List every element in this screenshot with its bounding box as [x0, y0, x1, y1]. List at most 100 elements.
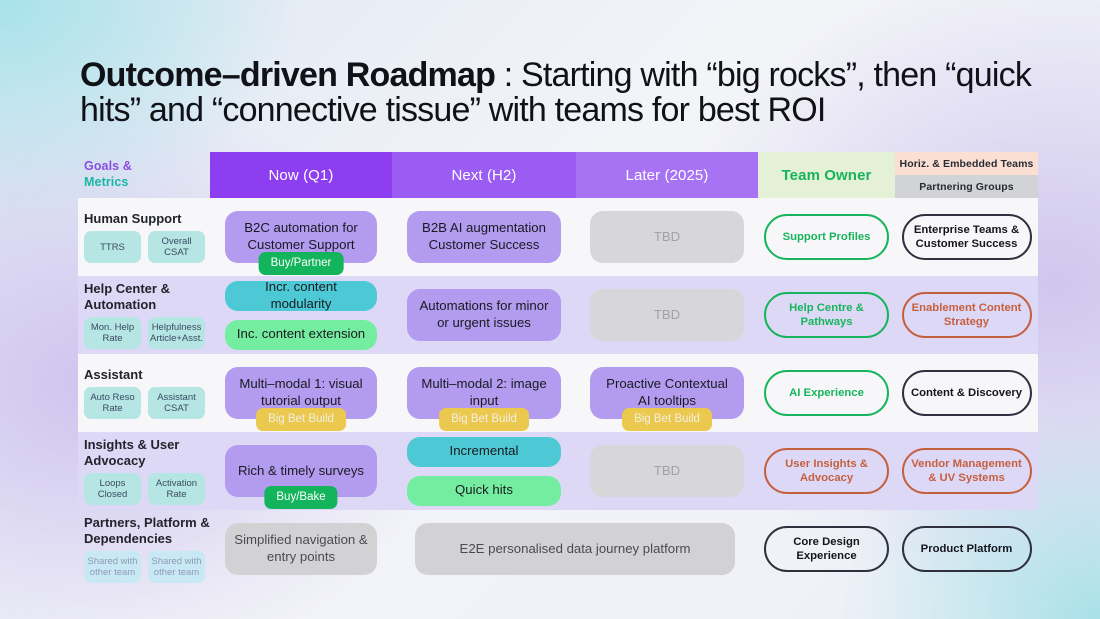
roadmap-card[interactable]: Rich & timely surveys Buy/Bake	[225, 445, 377, 509]
page-title: Outcome–driven Roadmap : Starting with “…	[80, 58, 1070, 127]
team-owner-pill[interactable]: User Insights & Advocacy	[764, 448, 889, 494]
next-cell: B2B AI augmentation Customer Success	[392, 198, 576, 276]
card-badge: Big Bet Build	[256, 408, 346, 431]
horizontal-team-cell: Product Platform	[895, 510, 1038, 588]
partnering-group-pill[interactable]: Content & Discovery	[901, 370, 1032, 416]
card-label: Multi–modal 1: visual tutorial output	[239, 376, 363, 408]
header-team-owner[interactable]: Team Owner	[758, 152, 895, 198]
partnering-group-pill[interactable]: Product Platform	[901, 526, 1032, 572]
roadmap-card[interactable]: Automations for minor or urgent issues	[407, 289, 561, 341]
roadmap-card[interactable]: B2B AI augmentation Customer Success	[407, 211, 561, 263]
metric-chip: Overall CSAT	[148, 231, 205, 264]
team-owner-cell: Help Centre & Pathways	[758, 276, 895, 354]
team-owner-cell: Core Design Experience	[758, 510, 895, 588]
goals-cell: Partners, Platform & Dependencies Shared…	[78, 510, 210, 588]
header-goals-metrics: Goals & Metrics	[78, 152, 210, 198]
roadmap-card[interactable]: Incremental	[407, 436, 561, 467]
now-cell: Simplified navigation & entry points	[210, 510, 392, 588]
roadmap-card[interactable]: B2C automation for Customer Support Buy/…	[225, 211, 377, 275]
header-goals-label: Goals &	[84, 159, 132, 174]
metric-chip: Activation Rate	[148, 473, 205, 506]
header-partnering-groups: Partnering Groups	[895, 175, 1038, 198]
goal-title: Assistant	[84, 366, 143, 382]
next-cell: Incremental Quick hits	[392, 432, 576, 510]
team-owner-cell: Support Profiles	[758, 198, 895, 276]
goals-cell: Human Support TTRS Overall CSAT	[78, 198, 210, 276]
horizontal-team-cell: Vendor Management & UV Systems	[895, 432, 1038, 510]
partnering-group-pill[interactable]: Enablement Content Strategy	[901, 292, 1032, 338]
header-later[interactable]: Later (2025)	[576, 152, 758, 198]
table-row: Human Support TTRS Overall CSAT B2C auto…	[78, 198, 1038, 276]
roadmap-card[interactable]: Quick hits	[407, 475, 561, 506]
later-cell: Proactive Contextual AI tooltips Big Bet…	[576, 354, 758, 432]
now-cell: Multi–modal 1: visual tutorial output Bi…	[210, 354, 392, 432]
team-owner-cell: AI Experience	[758, 354, 895, 432]
card-label: Proactive Contextual AI tooltips	[606, 376, 728, 408]
roadmap-board: Goals & Metrics Now (Q1) Next (H2) Later…	[78, 152, 1038, 590]
roadmap-card-tbd[interactable]: TBD	[590, 289, 744, 341]
roadmap-card-tbd[interactable]: TBD	[590, 211, 744, 263]
later-cell: TBD	[576, 432, 758, 510]
metric-chip: Mon. Help Rate	[84, 317, 141, 350]
metric-chip: Shared with other team	[84, 551, 141, 584]
card-label: Multi–modal 2: image input	[421, 376, 547, 408]
partnering-group-pill[interactable]: Enterprise Teams & Customer Success	[901, 214, 1032, 260]
horizontal-team-cell: Enablement Content Strategy	[895, 276, 1038, 354]
card-badge: Big Bet Build	[439, 408, 529, 431]
metric-chip: Loops Closed	[84, 473, 141, 506]
header-metrics-label: Metrics	[84, 175, 129, 189]
later-cell: TBD	[576, 276, 758, 354]
roadmap-card[interactable]: Multi–modal 1: visual tutorial output Bi…	[225, 367, 377, 431]
card-label: B2C automation for Customer Support	[244, 220, 358, 252]
title-lead: Outcome–driven Roadmap	[80, 56, 496, 94]
partnering-group-pill[interactable]: Vendor Management & UV Systems	[901, 448, 1032, 494]
next-cell: Multi–modal 2: image input Big Bet Build	[392, 354, 576, 432]
card-badge: Buy/Partner	[258, 252, 344, 275]
roadmap-card[interactable]: Proactive Contextual AI tooltips Big Bet…	[590, 367, 744, 431]
team-owner-pill[interactable]: Support Profiles	[764, 214, 889, 260]
roadmap-card[interactable]: Incr. content modularity	[225, 279, 377, 311]
metric-chip: TTRS	[84, 231, 141, 264]
roadmap-card[interactable]: Multi–modal 2: image input Big Bet Build	[407, 367, 561, 431]
later-cell: TBD	[576, 198, 758, 276]
goals-cell: Help Center & Automation Mon. Help Rate …	[78, 276, 210, 354]
team-owner-pill[interactable]: Core Design Experience	[764, 526, 889, 572]
goal-title: Help Center & Automation	[84, 280, 170, 312]
table-row: Help Center & Automation Mon. Help Rate …	[78, 276, 1038, 354]
roadmap-card-tbd[interactable]: TBD	[590, 445, 744, 497]
metric-chips: TTRS Overall CSAT	[84, 231, 205, 264]
next-cell: Automations for minor or urgent issues	[392, 276, 576, 354]
goals-cell: Insights & User Advocacy Loops Closed Ac…	[78, 432, 210, 510]
horizontal-team-cell: Content & Discovery	[895, 354, 1038, 432]
team-owner-pill[interactable]: Help Centre & Pathways	[764, 292, 889, 338]
header-now[interactable]: Now (Q1)	[210, 152, 392, 198]
metric-chip: Auto Reso Rate	[84, 387, 141, 420]
table-row: Assistant Auto Reso Rate Assistant CSAT …	[78, 354, 1038, 432]
goal-title: Human Support	[84, 210, 182, 226]
horizontal-team-cell: Enterprise Teams & Customer Success	[895, 198, 1038, 276]
metric-chips: Loops Closed Activation Rate	[84, 473, 205, 506]
metric-chips: Mon. Help Rate Helpfulness Article+Asst.	[84, 317, 205, 350]
goal-title: Partners, Platform & Dependencies	[84, 514, 210, 546]
now-cell: Incr. content modularity Inc. content ex…	[210, 276, 392, 354]
goal-title: Insights & User Advocacy	[84, 436, 180, 468]
now-cell: Rich & timely surveys Buy/Bake	[210, 432, 392, 510]
now-cell: B2C automation for Customer Support Buy/…	[210, 198, 392, 276]
title-rest: : Starting with “big rocks”, then “quick…	[80, 56, 1032, 129]
board-header-row: Goals & Metrics Now (Q1) Next (H2) Later…	[78, 152, 1038, 198]
next-later-span-cell: E2E personalised data journey platform	[392, 510, 758, 588]
metric-chip: Helpfulness Article+Asst.	[148, 317, 205, 350]
header-horizontal-teams: Horiz. & Embedded Teams Partnering Group…	[895, 152, 1038, 198]
roadmap-card-span[interactable]: E2E personalised data journey platform	[415, 523, 735, 575]
card-badge: Big Bet Build	[622, 408, 712, 431]
roadmap-card[interactable]: Inc. content extension	[225, 319, 377, 350]
metric-chip: Assistant CSAT	[148, 387, 205, 420]
header-horiz-embedded-teams: Horiz. & Embedded Teams	[895, 152, 1038, 175]
goals-cell: Assistant Auto Reso Rate Assistant CSAT	[78, 354, 210, 432]
roadmap-card[interactable]: Simplified navigation & entry points	[225, 523, 377, 575]
card-badge: Buy/Bake	[264, 486, 338, 509]
team-owner-cell: User Insights & Advocacy	[758, 432, 895, 510]
team-owner-pill[interactable]: AI Experience	[764, 370, 889, 416]
table-row: Insights & User Advocacy Loops Closed Ac…	[78, 432, 1038, 510]
header-next[interactable]: Next (H2)	[392, 152, 576, 198]
